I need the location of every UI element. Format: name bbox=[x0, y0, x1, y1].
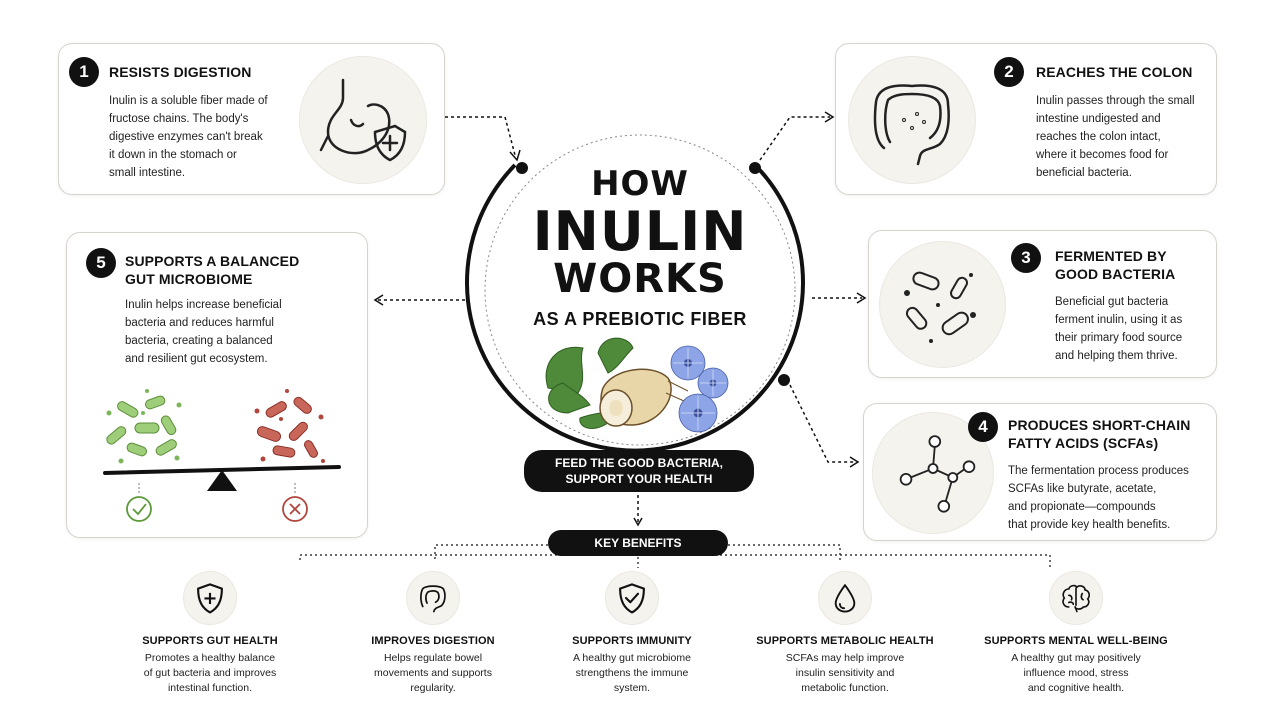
droplet-icon bbox=[818, 571, 872, 625]
benefit-metabolic-health: SUPPORTS METABOLIC HEALTH SCFAs may help… bbox=[745, 571, 945, 696]
stomach-shield-icon bbox=[299, 56, 427, 184]
benefit-body: A healthy gut may positively influence m… bbox=[1011, 652, 1141, 694]
step-number-1: 1 bbox=[69, 57, 99, 87]
step-body-2: Inulin passes through the small intestin… bbox=[1036, 95, 1195, 179]
colon-icon bbox=[848, 56, 976, 184]
check-icon bbox=[126, 496, 152, 522]
benefit-title: SUPPORTS GUT HEALTH bbox=[142, 635, 278, 647]
step-card-1: 1 RESISTS DIGESTION Inulin is a soluble … bbox=[58, 43, 445, 195]
step-card-4: 4 PRODUCES SHORT-CHAIN FATTY ACIDS (SCFA… bbox=[863, 403, 1217, 541]
benefit-body: Helps regulate bowel movements and suppo… bbox=[374, 652, 492, 694]
chicory-root-illustration bbox=[545, 337, 729, 433]
key-benefits-pill: KEY BENEFITS bbox=[548, 530, 728, 556]
shield-plus-icon bbox=[183, 571, 237, 625]
benefit-title: SUPPORTS MENTAL WELL-BEING bbox=[984, 635, 1168, 647]
brain-icon bbox=[1049, 571, 1103, 625]
intestine-icon bbox=[406, 571, 460, 625]
step-number-2: 2 bbox=[994, 57, 1024, 87]
title-works: WORKS bbox=[553, 256, 727, 302]
benefit-title: IMPROVES DIGESTION bbox=[371, 635, 495, 647]
step-title-4: PRODUCES SHORT-CHAIN FATTY ACIDS (SCFAs) bbox=[1008, 417, 1191, 451]
shield-check-icon bbox=[605, 571, 659, 625]
good-bacteria-cluster bbox=[106, 389, 182, 464]
step-body-3: Beneficial gut bacteria ferment inulin, … bbox=[1055, 296, 1183, 362]
step-title-2: REACHES THE COLON bbox=[1036, 64, 1193, 80]
balance-scale-icon bbox=[103, 389, 341, 522]
step-card-2: 2 REACHES THE COLON Inulin passes throug… bbox=[835, 43, 1217, 195]
title-subtitle: AS A PREBIOTIC FIBER bbox=[533, 309, 747, 329]
step-title-3: FERMENTED BY GOOD BACTERIA bbox=[1055, 248, 1176, 282]
step-body-1: Inulin is a soluble fiber made of fructo… bbox=[109, 95, 268, 179]
benefit-body: Promotes a healthy balance of gut bacter… bbox=[143, 652, 277, 694]
benefit-title: SUPPORTS METABOLIC HEALTH bbox=[756, 635, 934, 647]
title-how: HOW bbox=[591, 164, 689, 204]
tagline-pill: FEED THE GOOD BACTERIA, SUPPORT YOUR HEA… bbox=[524, 450, 754, 492]
benefit-gut-health: SUPPORTS GUT HEALTH Promotes a healthy b… bbox=[110, 571, 310, 696]
step-number-4: 4 bbox=[968, 412, 998, 442]
bad-bacteria-cluster bbox=[254, 389, 325, 463]
step-title-1: RESISTS DIGESTION bbox=[109, 64, 252, 80]
benefit-title: SUPPORTS IMMUNITY bbox=[572, 635, 692, 647]
bacteria-icon bbox=[879, 241, 1006, 368]
step-number-5: 5 bbox=[86, 248, 116, 278]
cross-icon bbox=[282, 496, 308, 522]
tagline-line1: FEED THE GOOD BACTERIA, bbox=[554, 456, 723, 470]
title-inulin: INULIN bbox=[532, 200, 748, 263]
benefit-mental-well-being: SUPPORTS MENTAL WELL-BEING A healthy gut… bbox=[976, 571, 1176, 696]
benefit-body: A healthy gut microbiome strengthens the… bbox=[573, 652, 691, 694]
benefit-body: SCFAs may help improve insulin sensitivi… bbox=[785, 652, 905, 694]
step-title-5: SUPPORTS A BALANCED GUT MICROBIOME bbox=[125, 253, 300, 287]
step-body-5: Inulin helps increase beneficial bacteri… bbox=[125, 299, 282, 365]
benefit-digestion: IMPROVES DIGESTION Helps regulate bowel … bbox=[333, 571, 533, 696]
step-card-5: 5 SUPPORTS A BALANCED GUT MICROBIOME Inu… bbox=[66, 232, 368, 538]
step-card-3: 3 FERMENTED BY GOOD BACTERIA Beneficial … bbox=[868, 230, 1217, 378]
benefit-immunity: SUPPORTS IMMUNITY A healthy gut microbio… bbox=[532, 571, 732, 696]
step-body-4: The fermentation process produces SCFAs … bbox=[1008, 465, 1189, 531]
tagline-line2: SUPPORT YOUR HEALTH bbox=[565, 472, 713, 486]
step-number-3: 3 bbox=[1011, 243, 1041, 273]
